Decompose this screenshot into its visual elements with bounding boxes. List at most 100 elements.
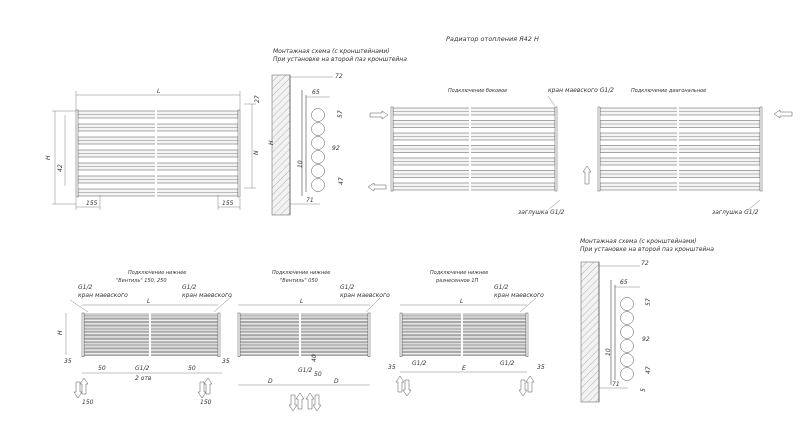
svg-text:10: 10 <box>605 348 612 356</box>
drawing-title: Радиатор отопления Я42 Н <box>446 35 539 43</box>
tube-section <box>620 297 634 311</box>
tube-section <box>311 136 325 150</box>
dim-27: 27 <box>254 95 261 103</box>
svg-text:G1/2: G1/2 <box>494 284 508 291</box>
svg-text:H: H <box>268 140 275 145</box>
arrow-c-up-2 <box>525 375 535 393</box>
svg-text:G1/2: G1/2 <box>298 367 312 374</box>
svg-text:Подключение нижнее: Подключение нижнее <box>272 270 330 276</box>
arrow-b-4 <box>312 394 322 412</box>
dim-N: N <box>253 150 260 155</box>
arrow-a-right-down <box>197 381 207 399</box>
tube-section <box>311 122 325 136</box>
collector <box>597 106 601 192</box>
tube-section <box>620 339 634 353</box>
wall-hatch-bottom <box>580 261 600 403</box>
svg-text:50: 50 <box>98 365 106 372</box>
diag-arrow-right <box>773 109 793 119</box>
svg-text:кран маевского: кран маевского <box>340 292 390 299</box>
svg-text:"Вентиль" 150, 250: "Вентиль" 150, 250 <box>116 278 167 284</box>
tube-section <box>311 150 325 164</box>
mount-scheme-top: Монтажная схема (с кронштейнами) При уст… <box>268 48 407 216</box>
svg-text:кран маевского: кран маевского <box>78 292 128 299</box>
svg-text:40: 40 <box>311 354 318 362</box>
svg-text:50: 50 <box>314 371 322 378</box>
tube-section <box>311 164 325 178</box>
arrow-c-down-1 <box>402 379 412 397</box>
dim-H: H <box>45 155 52 160</box>
svg-text:Подключение нижнее: Подключение нижнее <box>128 270 186 276</box>
svg-text:72: 72 <box>335 73 343 80</box>
front-view: L H 42 27 N 155 155 <box>45 88 261 210</box>
side-connection: Подключение боковое кран маевского G1/2 … <box>367 87 614 216</box>
diagonal-connection: Подключение диагональное заглушка G1/2 <box>582 88 793 216</box>
tube-section <box>620 367 634 381</box>
collector <box>399 312 403 357</box>
svg-text:L: L <box>300 298 303 305</box>
svg-text:5: 5 <box>640 388 647 392</box>
svg-text:72: 72 <box>641 260 649 267</box>
svg-text:35: 35 <box>388 364 396 371</box>
svg-text:35: 35 <box>222 358 230 365</box>
svg-text:57: 57 <box>337 110 344 118</box>
svg-text:D: D <box>334 378 339 385</box>
svg-text:G1/2: G1/2 <box>412 360 426 367</box>
svg-text:71: 71 <box>306 197 314 204</box>
tube-section <box>311 108 325 122</box>
collector <box>554 106 558 192</box>
svg-text:150: 150 <box>200 399 212 406</box>
svg-text:"Вентиль" 050: "Вентиль" 050 <box>280 278 318 284</box>
mount-scheme-bottom: Монтажная схема (с кронштейнами) При уст… <box>580 238 714 403</box>
svg-text:65: 65 <box>312 89 320 96</box>
side-plug-label: заглушка G1/2 <box>518 209 565 216</box>
svg-text:92: 92 <box>332 145 340 152</box>
svg-text:L: L <box>460 298 463 305</box>
inlet-arrow <box>369 110 389 120</box>
svg-text:G1/2: G1/2 <box>340 284 354 291</box>
svg-text:57: 57 <box>645 298 652 306</box>
mount-top-line1: Монтажная схема (с кронштейнами) <box>273 48 390 55</box>
collector <box>237 312 241 357</box>
svg-text:Подключение нижнее: Подключение нижнее <box>430 270 488 276</box>
collector <box>81 312 85 357</box>
arrow-b-2 <box>295 392 305 410</box>
svg-text:H: H <box>57 330 64 335</box>
svg-text:35: 35 <box>64 358 72 365</box>
collector <box>217 312 221 357</box>
svg-text:65: 65 <box>620 279 628 286</box>
svg-text:E: E <box>462 365 466 372</box>
svg-text:92: 92 <box>642 336 650 343</box>
bottom-connection-a: Подключение нижнее "Вентиль" 150, 250 G1… <box>57 270 233 406</box>
tube-section <box>620 325 634 339</box>
svg-text:10: 10 <box>297 160 304 168</box>
svg-text:При установке на второй паз кр: При установке на второй паз кронштейна <box>580 246 714 253</box>
collector <box>75 109 79 198</box>
tube-section <box>620 353 634 367</box>
svg-text:D: D <box>268 378 273 385</box>
dim-155-left: 155 <box>86 200 98 207</box>
diag-plug-label: заглушка G1/2 <box>712 209 759 216</box>
arrow-b-3 <box>305 392 315 410</box>
bottom-connection-c: Подключение нижнее разнесенное 1П G1/2 к… <box>388 270 545 397</box>
tube-section <box>311 178 325 192</box>
dim-L: L <box>157 88 160 95</box>
collector <box>759 106 763 192</box>
svg-text:разнесенное 1П: разнесенное 1П <box>435 278 479 284</box>
svg-text:47: 47 <box>338 177 345 185</box>
svg-text:L: L <box>147 298 150 305</box>
arrow-c-up <box>395 375 405 393</box>
arrow-a-left-up <box>79 377 89 395</box>
dim-42: 42 <box>57 164 64 172</box>
svg-text:150: 150 <box>82 399 94 406</box>
tube-section <box>620 311 634 325</box>
svg-text:71: 71 <box>612 381 620 388</box>
svg-text:47: 47 <box>645 366 652 374</box>
svg-text:Монтажная схема (с кронштейнам: Монтажная схема (с кронштейнами) <box>580 238 697 245</box>
diagonal-connection-label: Подключение диагональное <box>631 88 706 94</box>
diag-arrow-up <box>582 165 592 185</box>
collector <box>390 106 394 192</box>
arrow-a-left-down <box>73 381 83 399</box>
svg-text:G1/2: G1/2 <box>500 360 514 367</box>
arrow-b-1 <box>288 394 298 412</box>
